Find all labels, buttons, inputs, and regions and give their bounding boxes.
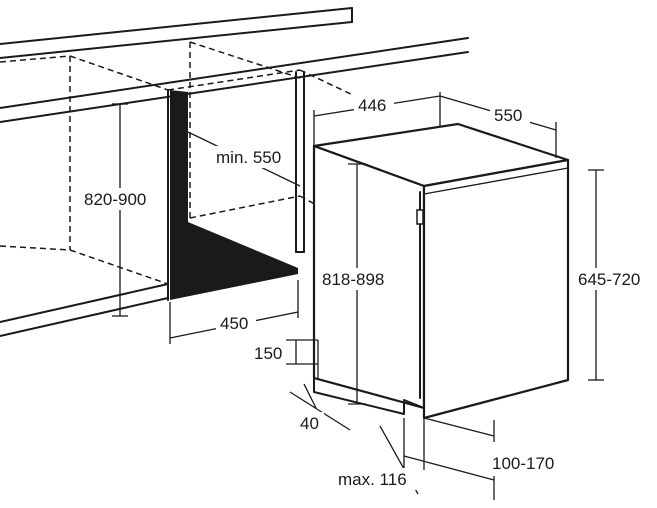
right-cabinet <box>167 41 356 253</box>
label-appliance-width: 446 <box>358 96 386 115</box>
label-niche-depth: min. 550 <box>216 148 281 167</box>
label-door-height: 645-720 <box>578 270 640 289</box>
label-plinth-height: 150 <box>254 344 282 363</box>
label-door-gap: max. 116 <box>338 470 407 489</box>
dishwasher <box>312 122 570 420</box>
label-niche-width: 450 <box>220 314 248 333</box>
niche-opening <box>170 90 298 300</box>
label-appliance-depth: 550 <box>494 106 522 125</box>
label-plinth-adjust: 100-170 <box>492 454 554 473</box>
label-plinth-depth: 40 <box>300 414 319 433</box>
dimension-labels: 820-900 min. 550 450 446 550 818-898 645… <box>82 94 654 490</box>
label-niche-height: 820-900 <box>84 190 146 209</box>
label-appliance-height: 818-898 <box>322 270 384 289</box>
worktop <box>0 7 469 123</box>
left-cabinet <box>0 55 169 337</box>
